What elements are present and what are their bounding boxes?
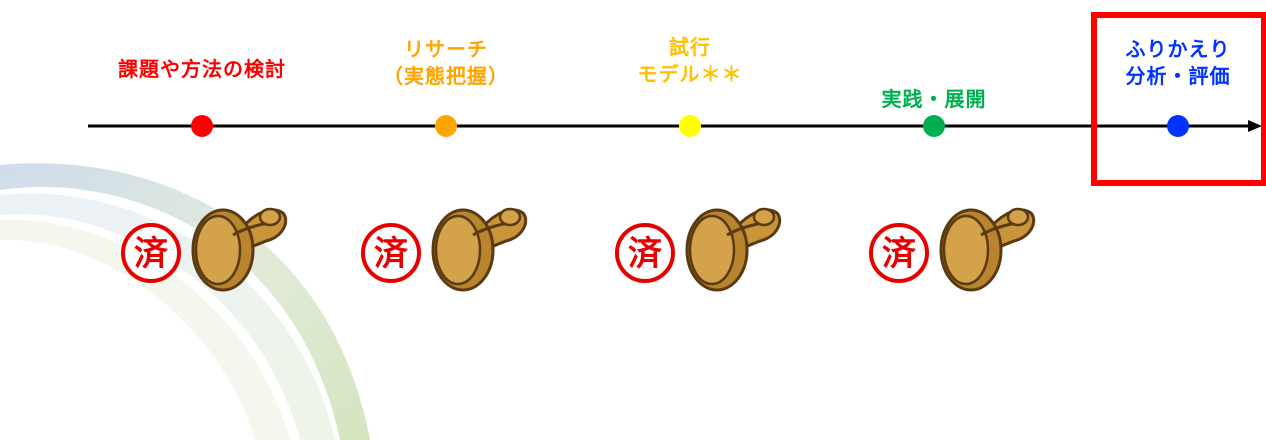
stage-label-1: 課題や方法の検討 (118, 56, 286, 83)
stamp-text: 済 (134, 234, 169, 274)
stage-label-line: 課題や方法の検討 (118, 57, 286, 81)
current-stage-highlight (1091, 12, 1266, 186)
stage-label-line: リサーチ (404, 37, 488, 61)
axis-arrowhead (1248, 120, 1262, 132)
stage-label-line: 試行 (669, 35, 711, 59)
stamp-handle-icon (191, 207, 288, 292)
stage-label-line: モデル＊＊ (637, 62, 743, 86)
stage-dot-4 (923, 115, 945, 137)
stage-dot-5 (1167, 115, 1189, 137)
stage-label-2: リサーチ （実態把握） (383, 36, 509, 90)
done-stamp-4: 済 (869, 207, 1036, 292)
stage-label-line: 実践・展開 (881, 87, 987, 111)
stamp-handle-icon (431, 207, 528, 292)
stage-label-line: 分析・評価 (1125, 64, 1231, 88)
stage-label-5: ふりかえり 分析・評価 (1126, 36, 1231, 90)
stage-dot-3 (679, 115, 701, 137)
stamp-text: 済 (374, 234, 409, 274)
stage-label-3: 試行 モデル＊＊ (638, 34, 743, 88)
stamp-text: 済 (882, 234, 917, 274)
stage-label-4: 実践・展開 (882, 86, 987, 113)
stamp-mark: 済 (121, 223, 181, 283)
stamp-mark: 済 (615, 223, 675, 283)
stamp-mark: 済 (361, 223, 421, 283)
stamp-mark: 済 (869, 223, 929, 283)
stage-label-line: （実態把握） (383, 64, 509, 88)
stage-label-line: ふりかえり (1125, 37, 1231, 61)
done-stamp-3: 済 (615, 207, 782, 292)
stamp-text: 済 (628, 234, 663, 274)
stage-dot-2 (435, 115, 457, 137)
done-stamp-2: 済 (361, 207, 528, 292)
stamp-handle-icon (685, 207, 782, 292)
stage-dot-1 (191, 115, 213, 137)
done-stamp-1: 済 (121, 207, 288, 292)
stamp-handle-icon (939, 207, 1036, 292)
